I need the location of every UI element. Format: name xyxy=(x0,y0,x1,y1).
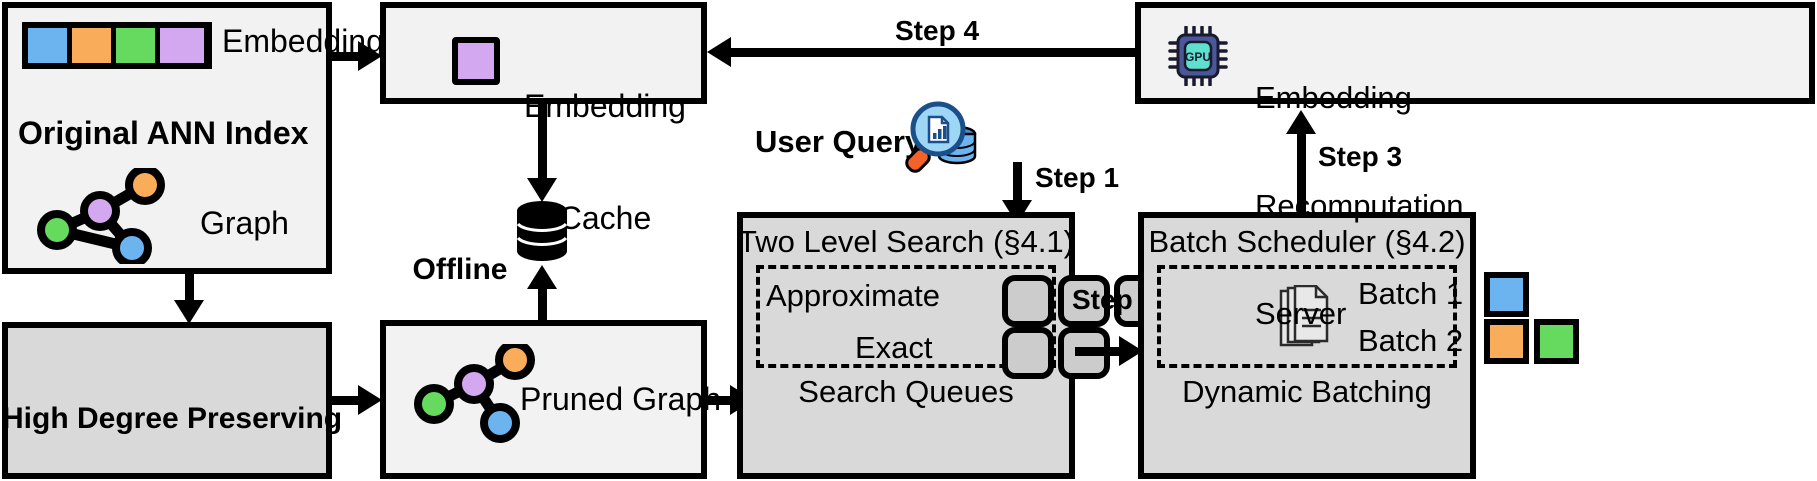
arrow-step4-head xyxy=(707,37,731,67)
pruned-graph-icon xyxy=(412,340,537,444)
arrow-step2-shaft xyxy=(1075,347,1127,356)
original-graph-icon xyxy=(35,165,170,268)
embedding-cell-blue xyxy=(28,28,72,63)
arrow-pruned-to-storage-shaft xyxy=(538,288,547,322)
recomputation-server-line3: Server xyxy=(1255,295,1347,331)
embedding-cache-title: Embedding Cache xyxy=(510,14,700,311)
batch-2-item-green xyxy=(1534,319,1579,364)
recomputation-server-line1: Embedding xyxy=(1255,79,1412,115)
recomputation-server-title: Embedding Recomputation Server xyxy=(1255,8,1464,403)
magnifier-database-icon xyxy=(900,100,980,178)
original-ann-index-title: Original ANN Index xyxy=(18,115,309,151)
graph-pruning-title: High Degree Preserving Graph Pruning (§5… xyxy=(2,332,343,481)
search-queues-caption: Search Queues xyxy=(798,374,1014,409)
arrow-step3-shaft xyxy=(1297,133,1306,212)
arrow-index-to-cache-head xyxy=(358,41,382,71)
embedding-cache-box xyxy=(380,2,707,104)
arrow-step1-shaft xyxy=(1013,162,1022,204)
embedding-cell-green xyxy=(116,28,160,63)
approximate-slot-1[interactable] xyxy=(1002,275,1054,327)
arrow-index-to-pruning-shaft xyxy=(185,274,194,304)
offline-storage-line1: Offline xyxy=(412,252,508,286)
search-queues-dashed-region xyxy=(756,265,1056,368)
embedding-cell-purple xyxy=(160,28,204,63)
arrow-cache-to-storage-head xyxy=(527,178,557,202)
arrow-step3-head xyxy=(1286,110,1316,134)
batch-2-item-orange xyxy=(1484,319,1529,364)
graph-label: Graph xyxy=(200,205,289,241)
arrow-step4-shaft xyxy=(730,48,1135,57)
batch-1-item-blue xyxy=(1484,272,1529,317)
arrow-pruning-to-pruned-head xyxy=(358,385,382,415)
documents-stack-icon xyxy=(1278,284,1334,351)
approximate-slot-2[interactable] xyxy=(1058,275,1110,327)
arrow-pruning-to-pruned-shaft xyxy=(332,396,368,405)
arrow-pruned-to-storage-head xyxy=(527,265,557,289)
embedding-cache-line1: Embedding xyxy=(524,88,686,125)
embedding-color-strip xyxy=(22,22,212,69)
graph-pruning-box xyxy=(2,322,332,479)
recomputation-server-box xyxy=(1135,2,1815,104)
graph-pruning-line1: High Degree Preserving xyxy=(2,401,343,435)
step4-label: Step 4 xyxy=(895,15,980,46)
gpu-chip-icon: GPU xyxy=(1168,25,1232,87)
arrow-pruned-to-search-shaft xyxy=(707,396,737,405)
exact-slot-1[interactable] xyxy=(1002,327,1054,379)
batch-scheduler-title: Batch Scheduler (§4.2) xyxy=(1148,224,1466,259)
arrow-cache-to-storage-shaft xyxy=(538,104,547,181)
exact-label: Exact xyxy=(855,330,933,365)
batch-2-label: Batch 2 xyxy=(1358,323,1464,358)
arrow-index-to-cache-shaft xyxy=(332,52,368,61)
database-cylinder-icon xyxy=(515,200,569,262)
approximate-label: Approximate xyxy=(766,278,941,313)
svg-text:GPU: GPU xyxy=(1185,50,1211,64)
step3-label: Step 3 xyxy=(1318,141,1403,172)
user-query-label: User Query xyxy=(755,124,923,159)
dynamic-batching-caption: Dynamic Batching xyxy=(1182,374,1432,409)
two-level-search-title: Two Level Search (§4.1) xyxy=(737,224,1074,259)
dynamic-batching-dashed-region xyxy=(1157,265,1457,368)
purple-square-icon xyxy=(452,37,500,85)
embedding-cache-line2: Cache xyxy=(558,199,652,236)
embedding-cell-orange xyxy=(72,28,116,63)
pruned-graph-label: Pruned Graph xyxy=(520,381,722,417)
arrow-index-to-pruning-head xyxy=(174,300,204,324)
step1-label: Step 1 xyxy=(1035,162,1120,193)
recomputation-server-line2: Recomputation xyxy=(1255,187,1464,223)
batch-1-label: Batch 1 xyxy=(1358,276,1464,311)
